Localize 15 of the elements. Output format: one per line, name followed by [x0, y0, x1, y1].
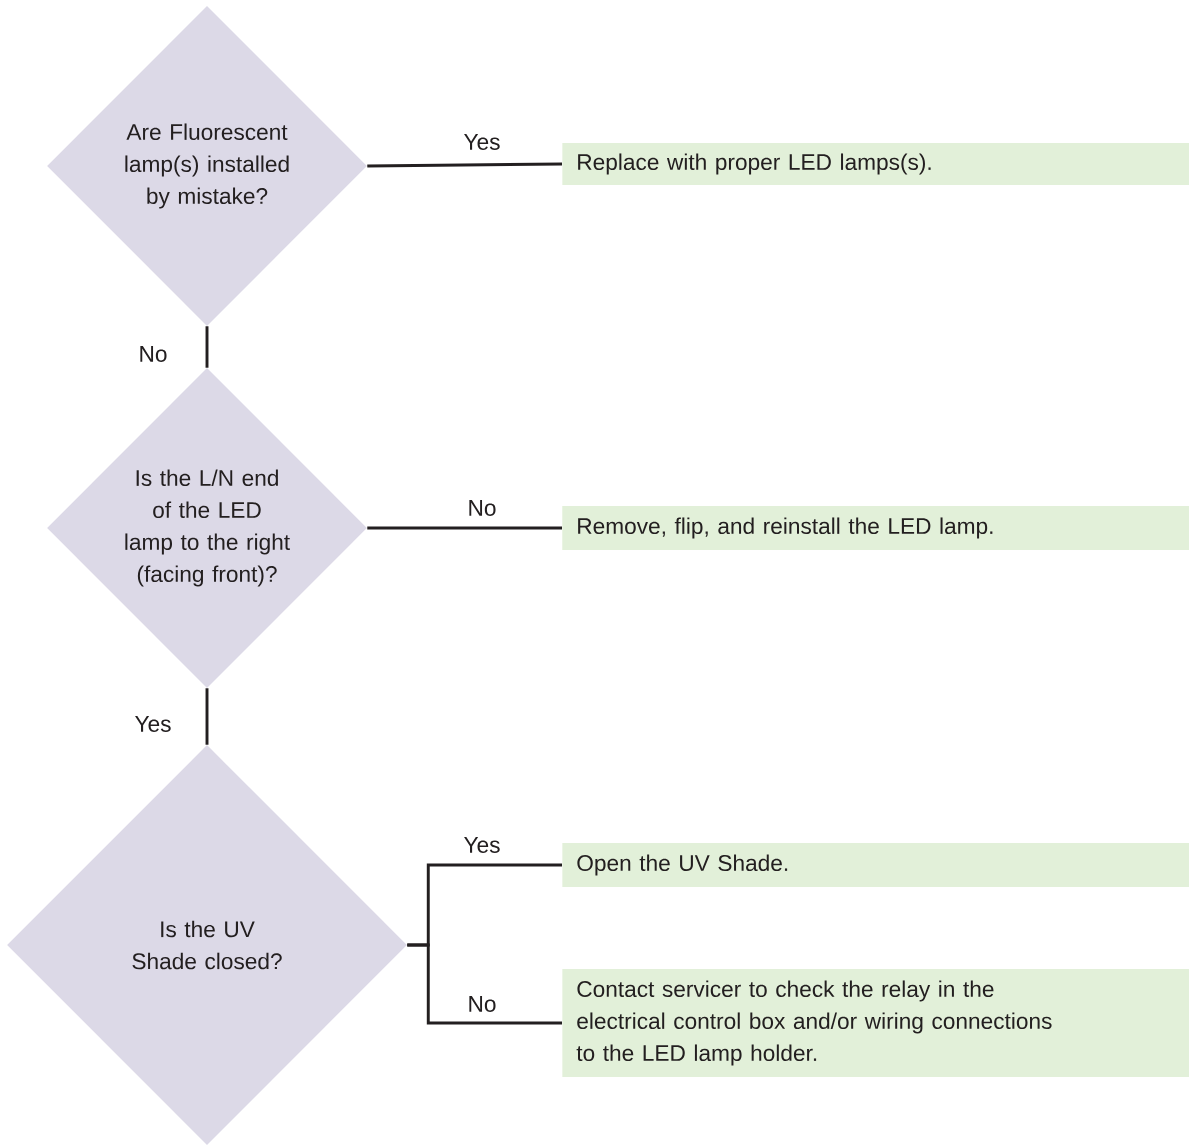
action-box: Replace with proper LED lamps(s). — [562, 143, 1189, 185]
action-box: Open the UV Shade. — [562, 843, 1189, 887]
edge-label: No — [466, 994, 498, 1014]
edge-label: No — [466, 498, 498, 518]
connector-line — [205, 688, 209, 745]
action-box: Contact servicer to check the relay in the electrical control box and/or wiring connections to the LED lamp holder. — [562, 969, 1189, 1077]
connector-line — [367, 162, 563, 168]
action-box: Remove, flip, and reinstall the LED lamp. — [562, 506, 1189, 550]
connector-line — [367, 526, 562, 530]
connector-line — [407, 943, 562, 1025]
edge-label: Yes — [133, 714, 173, 734]
connector-line — [205, 326, 209, 368]
edge-label: Yes — [462, 835, 502, 855]
edge-label: Yes — [462, 132, 502, 152]
edge-label: No — [137, 344, 169, 364]
